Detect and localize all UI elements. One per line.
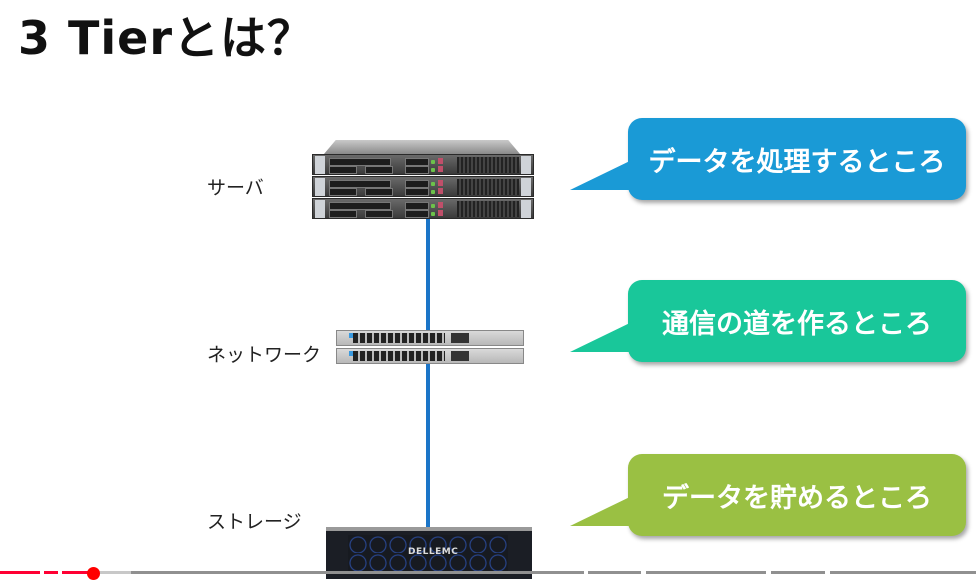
progress-played-chapter-2 bbox=[44, 571, 58, 574]
callout-tail bbox=[570, 156, 640, 190]
progress-played-chapter-3 bbox=[62, 571, 93, 574]
progress-chapter-7 bbox=[830, 571, 976, 574]
progress-chapter-4 bbox=[588, 571, 641, 574]
callout-tail bbox=[570, 492, 640, 526]
progress-chapter-5 bbox=[646, 571, 766, 574]
connection-line-network-storage bbox=[426, 364, 430, 528]
video-progress-bar[interactable] bbox=[0, 571, 976, 575]
storage-array-icon: DELLEMC bbox=[326, 527, 532, 579]
storage-brand-logo: DELLEMC bbox=[408, 547, 459, 557]
tier-label-storage: ストレージ bbox=[207, 511, 302, 533]
callout-storage-text: データを貯めるところ bbox=[662, 482, 932, 514]
tier-label-server: サーバ bbox=[207, 177, 264, 199]
callout-tail bbox=[570, 318, 640, 352]
callout-storage: データを貯めるところ bbox=[570, 454, 966, 536]
network-switch-icon bbox=[336, 328, 524, 366]
callout-server: データを処理するところ bbox=[570, 118, 966, 200]
progress-played-chapter-1 bbox=[0, 571, 40, 574]
callout-network-text: 通信の道を作るところ bbox=[662, 308, 932, 340]
rack-server-icon bbox=[312, 140, 534, 220]
slide-title: 3 Tierとは？ bbox=[18, 11, 315, 65]
callout-server-text: データを処理するところ bbox=[648, 146, 946, 178]
progress-chapter-3-rest bbox=[131, 571, 584, 574]
progress-chapter-6 bbox=[771, 571, 825, 574]
callout-network: 通信の道を作るところ bbox=[570, 280, 966, 362]
progress-scrubber-handle[interactable] bbox=[87, 567, 100, 580]
connection-line-server-network bbox=[426, 218, 430, 330]
progress-buffered bbox=[93, 571, 131, 574]
tier-label-network: ネットワーク bbox=[207, 344, 322, 366]
